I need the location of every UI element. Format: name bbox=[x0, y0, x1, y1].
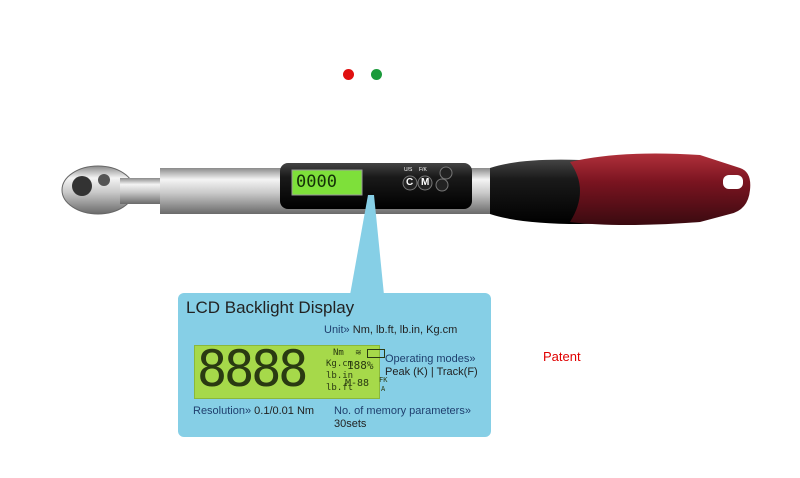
green-indicator-dot bbox=[371, 69, 382, 80]
modes-value: Peak (K) | Track(F) bbox=[385, 366, 478, 378]
torque-wrench bbox=[61, 153, 751, 295]
c-button[interactable]: C bbox=[406, 177, 414, 188]
m-button[interactable]: M bbox=[421, 177, 430, 188]
lcd-callout-box: LCD Backlight Display Unit» Nm, lb.ft, l… bbox=[178, 293, 491, 437]
wifi-icon: ≋ bbox=[355, 348, 362, 357]
lcd-unit-nm: Nm bbox=[333, 348, 344, 358]
lcd-unit-kgcm: Kg.cm bbox=[326, 359, 354, 369]
display-module bbox=[280, 163, 472, 209]
memory-value: 30sets bbox=[334, 418, 367, 430]
lcd-mode-a: A bbox=[381, 385, 386, 393]
unit-value: Nm, lb.ft, lb.in, Kg.cm bbox=[352, 324, 458, 336]
wrench-display-value: 0000 bbox=[296, 172, 337, 192]
patent-label: Patent bbox=[543, 349, 581, 364]
wrench-buttons bbox=[402, 166, 453, 192]
fk-button[interactable]: F/K bbox=[419, 167, 427, 173]
us-button[interactable]: U/S bbox=[404, 167, 413, 173]
lcd-digits: 8888 bbox=[197, 340, 308, 398]
ratchet-head bbox=[61, 165, 165, 215]
red-indicator-dot bbox=[343, 69, 354, 80]
resolution-label: Resolution» bbox=[193, 405, 252, 417]
callout-title: LCD Backlight Display bbox=[186, 298, 355, 317]
lcd-unit-lbft: lb.ft bbox=[326, 383, 354, 393]
lcd-mode: FK bbox=[379, 376, 388, 384]
grip bbox=[490, 153, 751, 225]
lcd-percent: 188% bbox=[347, 359, 374, 372]
lcd-unit-lbin: lb.in bbox=[326, 371, 354, 381]
battery-icon bbox=[367, 349, 385, 358]
unit-annotation: Unit» Nm, lb.ft, lb.in, Kg.cm bbox=[324, 324, 457, 336]
unit-label: Unit» bbox=[324, 324, 350, 336]
resolution-annotation: Resolution» 0.1/0.01 Nm bbox=[193, 405, 314, 417]
modes-annotation: Operating modes» Peak (K) | Track(F) bbox=[385, 353, 478, 379]
memory-label: No. of memory parameters» bbox=[334, 405, 471, 417]
modes-label: Operating modes» bbox=[385, 353, 476, 365]
lcd-memory: M-88 bbox=[345, 378, 370, 389]
resolution-value: 0.1/0.01 Nm bbox=[254, 405, 315, 417]
memory-annotation: No. of memory parameters» 30sets bbox=[334, 405, 471, 431]
lcd-display: 8888 Nm Kg.cm lb.in lb.ft 188% M-88 FK A… bbox=[194, 340, 387, 399]
callout-connector bbox=[350, 195, 384, 295]
